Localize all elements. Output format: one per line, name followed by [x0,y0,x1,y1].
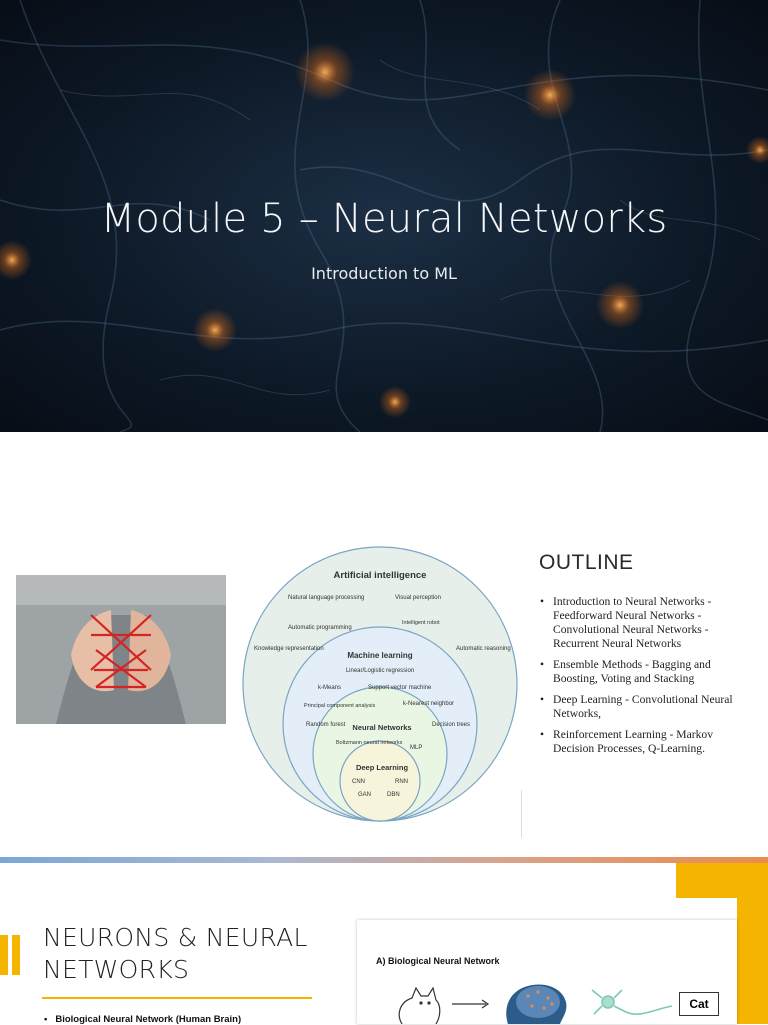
accent-bar-left [0,935,8,975]
neurons-heading: NEURONS & NEURAL NETWORKS [43,922,308,986]
venn-item: GAN [358,792,371,798]
outline-item: Deep Learning - Convolutional Neural Net… [537,693,747,721]
venn-item: k-Means [318,685,341,691]
neuron-background-image [0,0,768,432]
venn-item: Knowledge representation [254,646,324,652]
venn-item: RNN [395,779,408,785]
neuron-icon [591,989,673,1015]
outline-item: Reinforcement Learning - Markov Decision… [537,728,747,756]
venn-item: Random forest [306,722,346,728]
panel-label: A) Biological Neural Network [376,956,500,966]
venn-dl-label: Deep Learning [356,763,409,772]
biological-network-diagram [398,984,673,1024]
outline-item: Ensemble Methods - Bagging and Boosting,… [537,658,747,686]
venn-item: Decision trees [432,722,470,728]
ai-venn-diagram: Artificial intelligence Natural language… [242,546,518,822]
neurons-heading-line2: NETWORKS [43,955,190,984]
title-slide: Module 5 – Neural Networks Introduction … [0,0,768,432]
venn-item: CNN [352,779,365,785]
venn-item: Intelligent robot [402,620,440,626]
arrow-icon [452,999,490,1009]
bullet-item: •Biological Neural Network (Human Brain) [44,1014,242,1025]
outline-heading: OUTLINE [539,551,634,574]
cat-sketch-icon [398,986,441,1024]
venn-ml-label: Machine learning [347,651,412,660]
venn-ai-label: Artificial intelligence [334,570,427,581]
venn-item: Natural language processing [288,595,364,601]
accent-bar-left [12,935,20,975]
venn-item: Support vector machine [368,685,432,691]
brain-head-icon [506,984,567,1024]
venn-item: Automatic reasoning [456,646,511,652]
bullet-text: Biological Neural Network (Human Brain) [55,1014,242,1025]
outline-list: Introduction to Neural Networks - Feedfo… [537,595,747,763]
cats-cradle-hands-image [16,575,226,724]
slide-subtitle: Introduction to ML [311,264,457,283]
venn-item: Principal component analysis [304,703,375,709]
venn-item: Automatic programming [288,625,352,631]
divider-line [521,790,522,838]
venn-item: Visual perception [395,595,441,601]
slide-divider-gradient [0,857,768,863]
venn-item: k-Nearest neighbor [403,701,454,707]
venn-item: MLP [410,745,422,751]
venn-item: Boltzmann neural networks [336,740,403,746]
heading-underline [42,997,312,999]
venn-item: Linear/Logistic regression [346,668,414,674]
venn-item: DBN [387,792,400,798]
neurons-heading-line1: NEURONS & NEURAL [43,923,308,952]
slide-title: Module 5 – Neural Networks [100,196,668,242]
output-label-box: Cat [679,992,719,1016]
outline-item: Introduction to Neural Networks - Feedfo… [537,595,747,651]
venn-nn-label: Neural Networks [352,723,411,732]
